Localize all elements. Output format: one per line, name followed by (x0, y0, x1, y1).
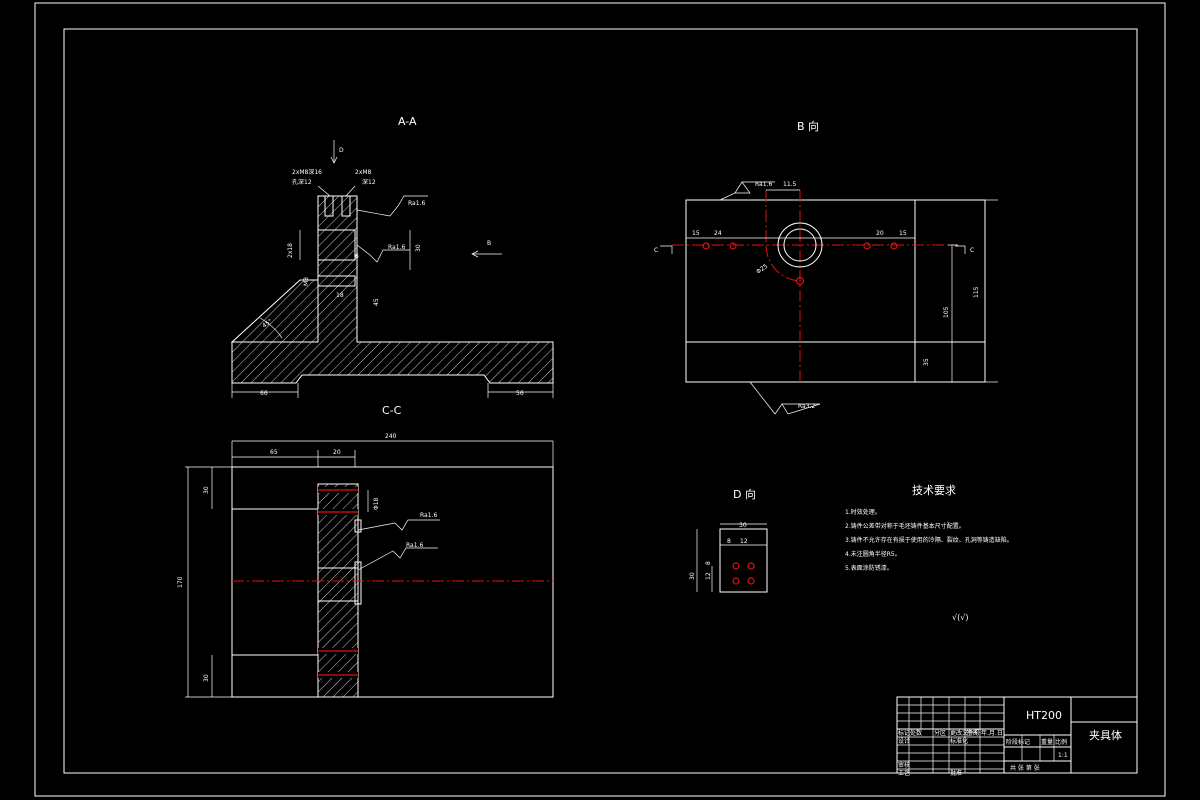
aa-hole1: 2xM8深16 (292, 168, 322, 176)
tb-process: 工艺 (898, 769, 910, 777)
b-dim-h2: 105 (943, 306, 950, 318)
tech-item-2: 2.铸件公差带对称于毛坯铸件基本尺寸配置。 (845, 522, 965, 530)
b-rough1: Ra1.6 (755, 181, 772, 188)
tb-material: HT200 (1026, 709, 1062, 722)
cc-dim-top30: 30 (203, 486, 210, 494)
tb-ratio: 比例 (1055, 738, 1067, 746)
tech-item-5: 5.表面涂防锈漆。 (845, 564, 893, 572)
tb-design: 设计 (898, 737, 910, 745)
cc-dim-bot30: 30 (203, 674, 210, 682)
cc-dim-total: 240 (385, 433, 397, 440)
tb-check: 审核 (898, 761, 910, 769)
tb-approve: 批准 (950, 769, 962, 777)
aa-angle: 45° (261, 318, 274, 330)
cc-rough2: Ra1.6 (406, 542, 423, 549)
cc-dim-65: 65 (270, 449, 278, 456)
view-aa: A-A 66 56 D B 2xM8深16 孔深12 2xM8 深12 (230, 115, 554, 398)
title-block: 标记 处数 分区 更改文件号 签名 年.月.日 设计 标准化 审核 工艺 批准 … (896, 696, 1138, 777)
outer-border (34, 2, 1166, 797)
b-dim-top: 11.5 (783, 181, 797, 188)
tb-label-date: 年.月.日 (981, 729, 1003, 737)
aa-title: A-A (398, 115, 417, 128)
d-dim-a: 8 (727, 538, 731, 545)
d-dim-c: 12 (705, 572, 712, 580)
tech-roughness: √(√) (952, 613, 968, 622)
b-dim-h3: 35 (923, 358, 930, 366)
d-title: D 向 (733, 487, 756, 501)
aa-arrow-b: B (487, 240, 491, 247)
b-dim-l1: 15 (692, 230, 700, 237)
tb-label-doc: 更改文件号 (950, 729, 980, 737)
tech-item-3: 3.铸件不允许存在有损于使用的冷隔、裂纹、孔洞等铸造缺陷。 (845, 536, 1013, 544)
cc-dim-20: 20 (333, 449, 341, 456)
aa-hole2: 2xM8 (355, 169, 372, 176)
tb-label-zone: 分区 (934, 729, 946, 737)
cc-rough1: Ra1.6 (420, 512, 437, 519)
aa-hole1b: 孔深12 (292, 178, 312, 186)
tb-label-mark: 标记 (898, 729, 910, 737)
aa-hole2b: 深12 (362, 178, 376, 186)
aa-dim-br: 56 (516, 390, 524, 397)
d-dim-d: 8 (705, 561, 712, 565)
cc-dim-small: Φ18 (373, 497, 380, 510)
b-c-left: C (654, 247, 658, 254)
tb-stage: 阶段标记 (1006, 738, 1030, 746)
aa-rough1: Ra1.6 (408, 200, 425, 207)
tb-weight: 重量 (1041, 738, 1053, 746)
b-dim-l2: 24 (714, 230, 722, 237)
view-b: B 向 Φ25 15 24 20 15 Ra1.6 11.5 C C (654, 119, 998, 415)
aa-arrow-d: D (339, 147, 344, 154)
tech-title: 技术要求 (912, 484, 956, 497)
view-cc: C-C 240 65 20 170 30 30 (177, 404, 554, 698)
d-dim-h: 30 (689, 572, 696, 580)
inner-border (63, 28, 1138, 774)
tb-label-sign: 签名 (966, 729, 978, 737)
view-d: D 向 30 8 12 12 8 30 (689, 487, 768, 593)
b-c-right: C (970, 247, 974, 254)
tech-requirements: 技术要求 1.时效处理。 2.铸件公差带对称于毛坯铸件基本尺寸配置。 3.铸件不… (845, 484, 1013, 622)
d-dim-b: 12 (740, 538, 748, 545)
tb-name: 夹具体 (1089, 728, 1122, 742)
cc-dim-h: 170 (177, 576, 184, 588)
aa-dim-bl: 66 (260, 390, 268, 397)
aa-dim-v3: 6 (355, 253, 359, 260)
aa-rough2: Ra1.6 (388, 244, 405, 251)
b-dim-r1: 20 (876, 230, 884, 237)
b-title: B 向 (797, 119, 819, 133)
aa-dim-m2: 18 (336, 292, 344, 299)
d-dim-w: 30 (739, 522, 747, 529)
aa-dim-m1: M8 (303, 277, 310, 286)
b-rough-bottom: Ra3.2 (798, 403, 815, 410)
aa-dim-v1: 2x18 (287, 243, 294, 258)
tech-item-4: 4.未注圆角半径R5。 (845, 550, 901, 558)
tb-scale: 1:1 (1058, 752, 1068, 759)
cc-title: C-C (382, 404, 402, 417)
b-phi: Φ25 (755, 263, 769, 276)
aa-dim-m3: 45 (373, 298, 380, 306)
b-dim-r2: 15 (899, 230, 907, 237)
aa-dim-v2: 30 (415, 244, 422, 252)
b-dim-h1: 115 (973, 286, 980, 298)
tb-sheets: 共 张 第 张 (1010, 764, 1040, 772)
tech-item-1: 1.时效处理。 (845, 508, 881, 516)
tb-standard: 标准化 (950, 737, 968, 745)
tb-label-count: 处数 (910, 729, 922, 737)
